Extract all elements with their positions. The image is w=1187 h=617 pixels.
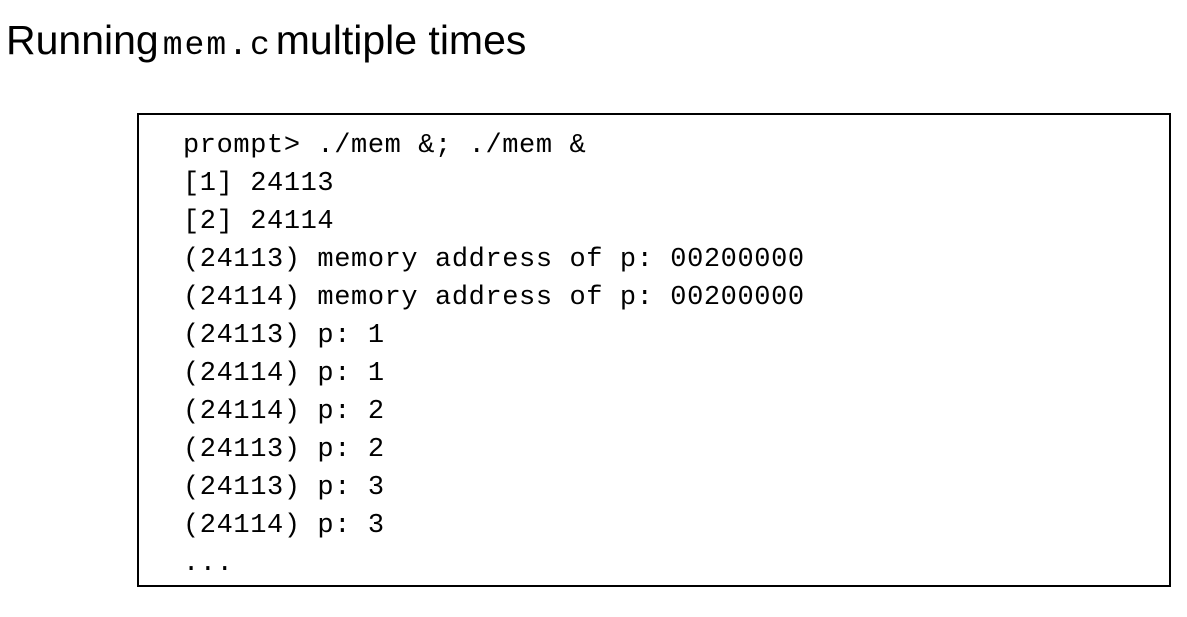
terminal-line: (24113) p: 3 bbox=[183, 473, 385, 503]
terminal-line: (24113) p: 2 bbox=[183, 435, 385, 465]
title-code: mem.c bbox=[162, 27, 272, 64]
terminal-output-box: prompt> ./mem &; ./mem & [1] 24113 [2] 2… bbox=[137, 113, 1171, 587]
terminal-line: (24114) memory address of p: 00200000 bbox=[183, 283, 805, 313]
terminal-line: [1] 24113 bbox=[183, 169, 335, 199]
terminal-line: (24114) p: 3 bbox=[183, 511, 385, 541]
terminal-line: (24113) memory address of p: 00200000 bbox=[183, 245, 805, 275]
title-suffix: multiple times bbox=[275, 17, 527, 63]
terminal-line: (24114) p: 1 bbox=[183, 359, 385, 389]
title-prefix: Running bbox=[6, 17, 159, 63]
terminal-line: [2] 24114 bbox=[183, 207, 335, 237]
terminal-lines: prompt> ./mem &; ./mem & [1] 24113 [2] 2… bbox=[183, 127, 805, 583]
terminal-line: prompt> ./mem &; ./mem & bbox=[183, 131, 587, 161]
terminal-line: ... bbox=[183, 549, 234, 579]
terminal-line: (24113) p: 1 bbox=[183, 321, 385, 351]
terminal-line: (24114) p: 2 bbox=[183, 397, 385, 427]
slide-title: Running mem.c multiple times bbox=[6, 14, 526, 66]
